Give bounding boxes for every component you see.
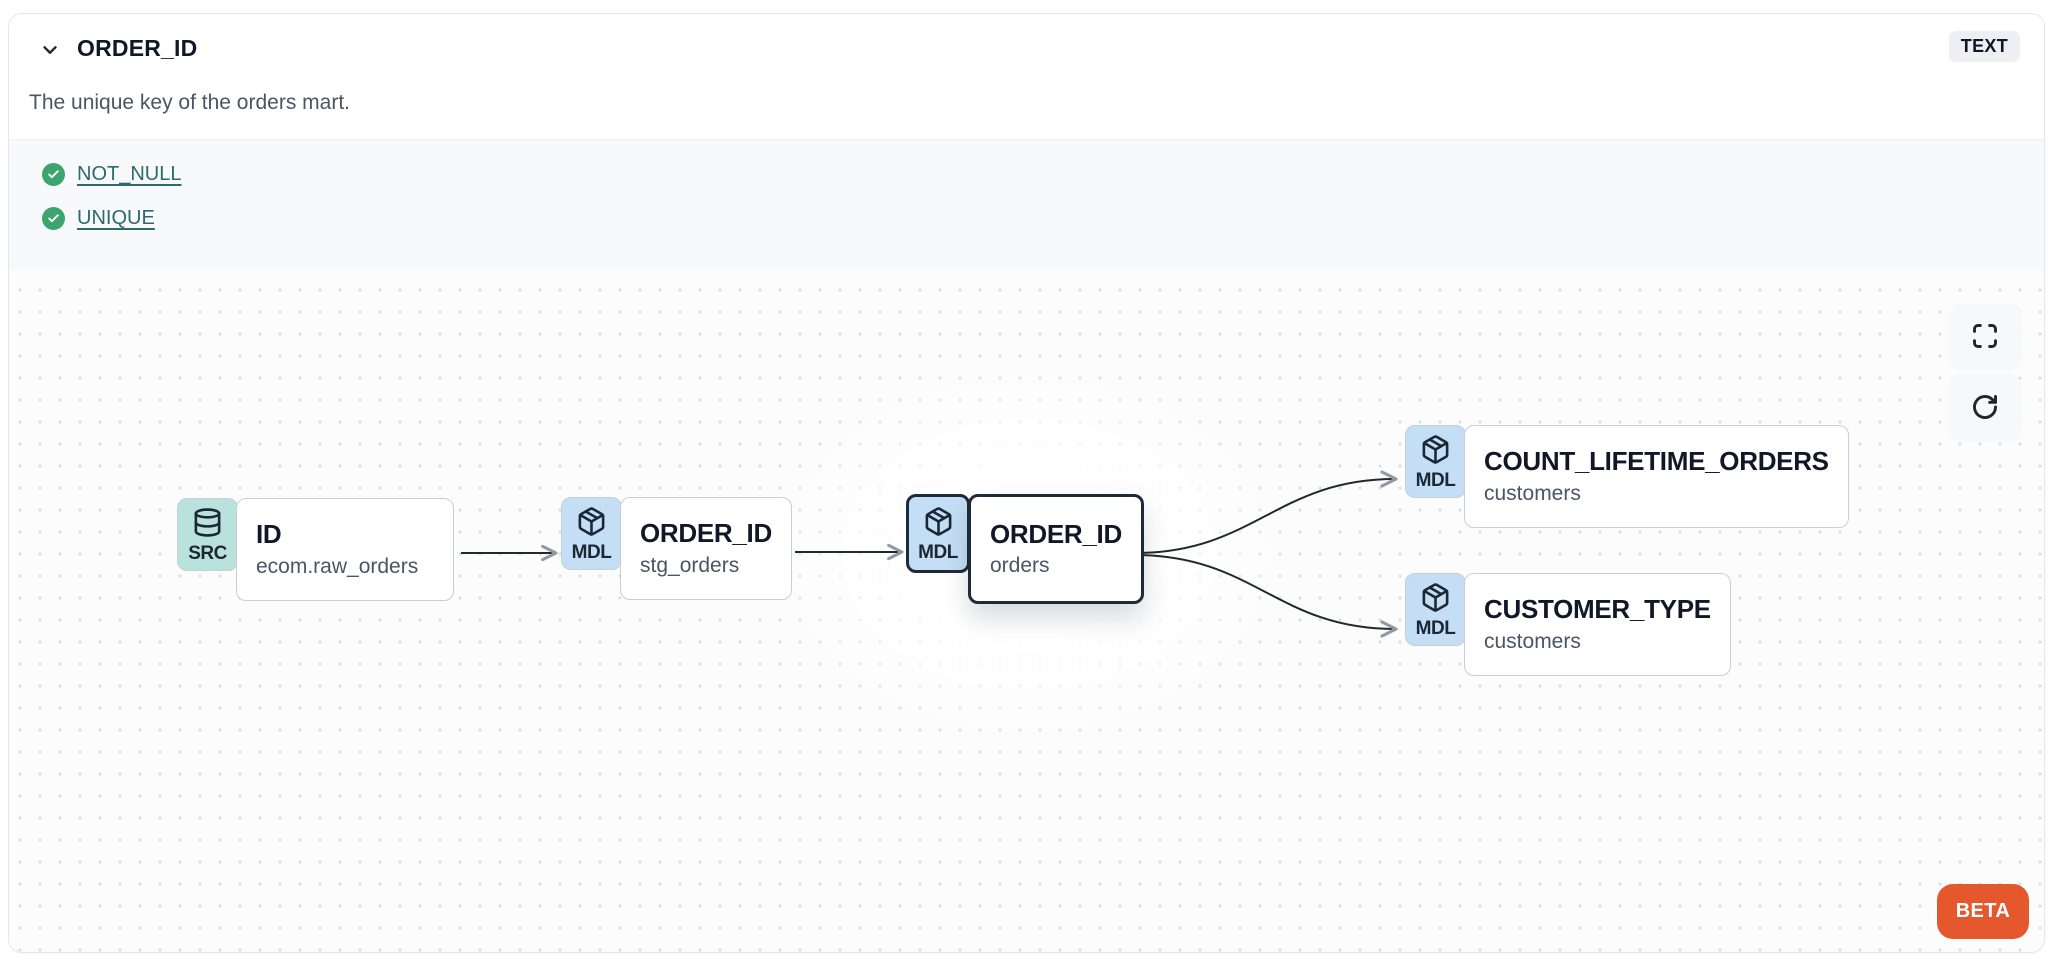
node-card: COUNT_LIFETIME_ORDERS customers xyxy=(1464,425,1849,528)
lineage-canvas[interactable]: SRC ID ecom.raw_orders MDL ORDER_ID stg_… xyxy=(9,270,2044,952)
fullscreen-icon xyxy=(1971,322,1999,353)
page-title: ORDER_ID xyxy=(77,35,198,61)
node-column-name: ID xyxy=(256,519,282,550)
chevron-down-icon xyxy=(39,39,61,64)
node-type-badge: MDL xyxy=(906,494,970,573)
node-type-badge: MDL xyxy=(1405,425,1466,498)
canvas-controls xyxy=(1949,303,2021,442)
node-badge-label: MDL xyxy=(1415,469,1456,491)
test-row: UNIQUE xyxy=(42,203,2044,233)
node-column-name: ORDER_ID xyxy=(640,518,772,549)
cube-icon xyxy=(1420,434,1451,470)
lineage-node-order-id-stg-orders[interactable]: MDL ORDER_ID stg_orders xyxy=(561,497,792,600)
beta-badge: BETA xyxy=(1937,884,2029,939)
check-circle-icon xyxy=(42,162,65,186)
node-model-name: customers xyxy=(1484,629,1581,653)
node-card: CUSTOMER_TYPE customers xyxy=(1464,573,1731,676)
panel-header: ORDER_ID TEXT The unique key of the orde… xyxy=(9,14,2044,139)
node-card: ORDER_ID stg_orders xyxy=(620,497,792,600)
node-badge-label: MDL xyxy=(571,541,612,563)
lineage-node-id-raw-orders[interactable]: SRC ID ecom.raw_orders xyxy=(177,498,454,601)
test-link-not-null[interactable]: NOT_NULL xyxy=(77,162,182,185)
column-description: The unique key of the orders mart. xyxy=(29,91,350,114)
node-model-name: ecom.raw_orders xyxy=(256,554,419,578)
node-model-name: orders xyxy=(990,554,1050,578)
node-model-name: stg_orders xyxy=(640,553,740,577)
node-column-name: CUSTOMER_TYPE xyxy=(1484,594,1711,625)
cube-icon xyxy=(1420,582,1451,618)
node-type-badge: MDL xyxy=(1405,573,1466,646)
tests-section: NOT_NULL UNIQUE xyxy=(9,139,2044,270)
node-column-name: ORDER_ID xyxy=(990,518,1122,549)
lineage-edges xyxy=(461,470,1398,638)
lineage-node-count-lifetime-orders[interactable]: MDL COUNT_LIFETIME_ORDERS customers xyxy=(1405,425,1849,528)
refresh-icon xyxy=(1971,393,1999,424)
node-type-badge: SRC xyxy=(177,498,238,571)
node-type-badge: MDL xyxy=(561,497,622,570)
test-row: NOT_NULL xyxy=(42,159,2044,189)
node-model-name: customers xyxy=(1484,481,1581,505)
database-icon xyxy=(192,507,223,543)
node-column-name: COUNT_LIFETIME_ORDERS xyxy=(1484,446,1829,477)
fullscreen-button[interactable] xyxy=(1949,303,2021,371)
lineage-node-order-id-orders[interactable]: MDL ORDER_ID orders xyxy=(906,494,1144,604)
node-badge-label: SRC xyxy=(188,542,227,564)
refresh-button[interactable] xyxy=(1949,374,2021,442)
cube-icon xyxy=(923,506,954,542)
collapse-chevron-button[interactable] xyxy=(35,36,65,66)
check-circle-icon xyxy=(42,206,65,230)
node-badge-label: MDL xyxy=(1415,617,1456,639)
column-details-panel: ORDER_ID TEXT The unique key of the orde… xyxy=(8,13,2045,953)
node-badge-label: MDL xyxy=(918,541,958,563)
cube-icon xyxy=(576,506,607,542)
lineage-node-customer-type[interactable]: MDL CUSTOMER_TYPE customers xyxy=(1405,573,1731,676)
test-link-unique[interactable]: UNIQUE xyxy=(77,206,155,229)
node-card: ORDER_ID orders xyxy=(968,494,1144,604)
node-card: ID ecom.raw_orders xyxy=(236,498,454,601)
column-type-badge: TEXT xyxy=(1948,31,2020,62)
